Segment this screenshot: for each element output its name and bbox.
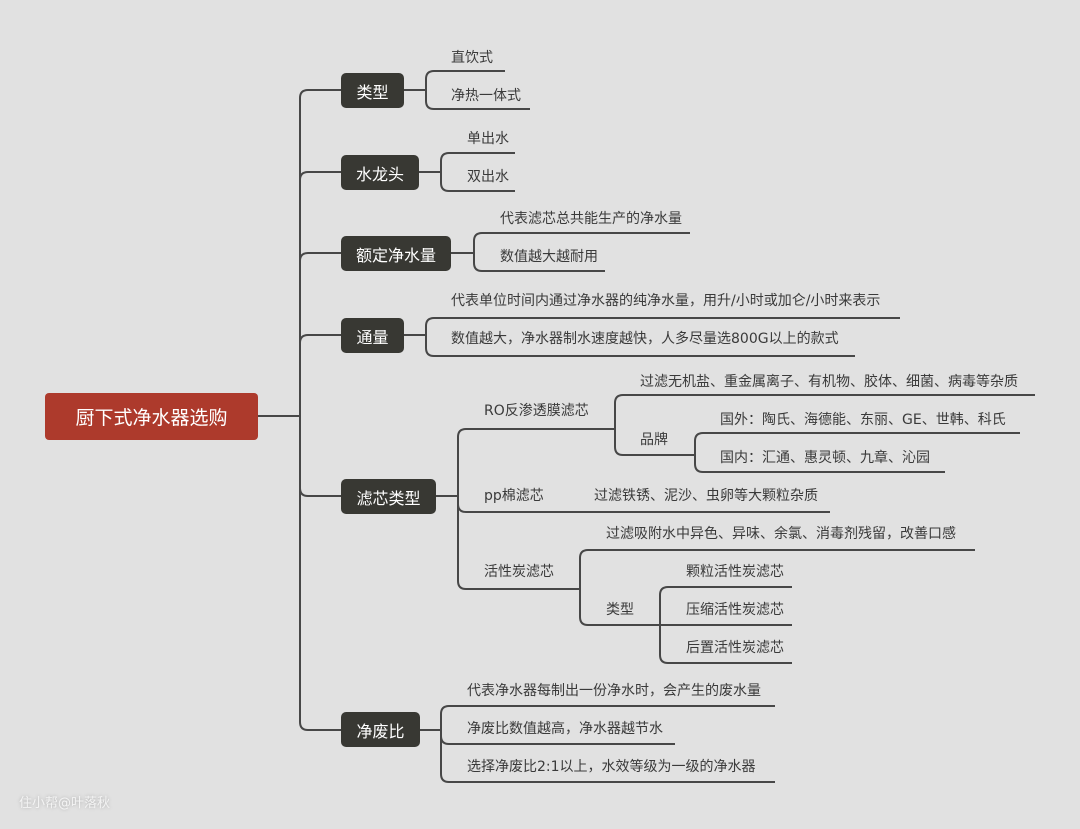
subtopic[interactable]: 代表净水器每制出一份净水时，会产生的废水量 xyxy=(467,683,761,699)
subtopic[interactable]: 直饮式 xyxy=(451,50,493,66)
subtopic[interactable]: 过滤铁锈、泥沙、虫卵等大颗粒杂质 xyxy=(594,488,818,504)
watermark: 住小帮@叶落秋 xyxy=(19,796,111,811)
topic-rated-capacity[interactable]: 额定净水量 xyxy=(341,236,451,271)
subtopic[interactable]: 压缩活性炭滤芯 xyxy=(686,602,784,618)
topic-flux[interactable]: 通量 xyxy=(341,318,404,353)
subtopic[interactable]: 单出水 xyxy=(467,131,509,147)
subtopic[interactable]: 颗粒活性炭滤芯 xyxy=(686,564,784,580)
branch-connectors xyxy=(258,70,1035,783)
root-topic[interactable]: 厨下式净水器选购 xyxy=(45,393,258,440)
subtopic-brand[interactable]: 品牌 xyxy=(640,432,668,448)
subtopic-carbon[interactable]: 活性炭滤芯 xyxy=(484,564,554,580)
subtopic[interactable]: 过滤吸附水中异色、异味、余氯、消毒剂残留，改善口感 xyxy=(606,526,956,542)
subtopic[interactable]: 净热一体式 xyxy=(451,88,521,104)
subtopic-ro[interactable]: RO反渗透膜滤芯 xyxy=(484,403,589,419)
subtopic-pp[interactable]: pp棉滤芯 xyxy=(484,488,544,504)
subtopic[interactable]: 选择净废比2:1以上，水效等级为一级的净水器 xyxy=(467,759,756,775)
subtopic[interactable]: 代表单位时间内通过净水器的纯净水量，用升/小时或加仑/小时来表示 xyxy=(451,293,881,309)
subtopic[interactable]: 净废比数值越高，净水器越节水 xyxy=(467,721,663,737)
subtopic[interactable]: 双出水 xyxy=(467,169,509,185)
subtopic[interactable]: 国内：汇通、惠灵顿、九章、沁园 xyxy=(720,450,930,466)
subtopic[interactable]: 数值越大，净水器制水速度越快，人多尽量选800G以上的款式 xyxy=(451,331,839,347)
subtopic[interactable]: 过滤无机盐、重金属离子、有机物、胶体、细菌、病毒等杂质 xyxy=(640,374,1018,390)
topic-faucet[interactable]: 水龙头 xyxy=(341,155,419,190)
subtopic[interactable]: 后置活性炭滤芯 xyxy=(686,640,784,656)
subtopic[interactable]: 代表滤芯总共能生产的净水量 xyxy=(500,211,682,227)
subtopic-carbon-types[interactable]: 类型 xyxy=(606,602,634,618)
subtopic[interactable]: 国外：陶氏、海德能、东丽、GE、世韩、科氏 xyxy=(720,412,1006,428)
topic-ratio[interactable]: 净废比 xyxy=(341,712,420,747)
topic-type[interactable]: 类型 xyxy=(341,73,404,108)
topic-filter-type[interactable]: 滤芯类型 xyxy=(341,479,436,514)
subtopic[interactable]: 数值越大越耐用 xyxy=(500,249,598,265)
